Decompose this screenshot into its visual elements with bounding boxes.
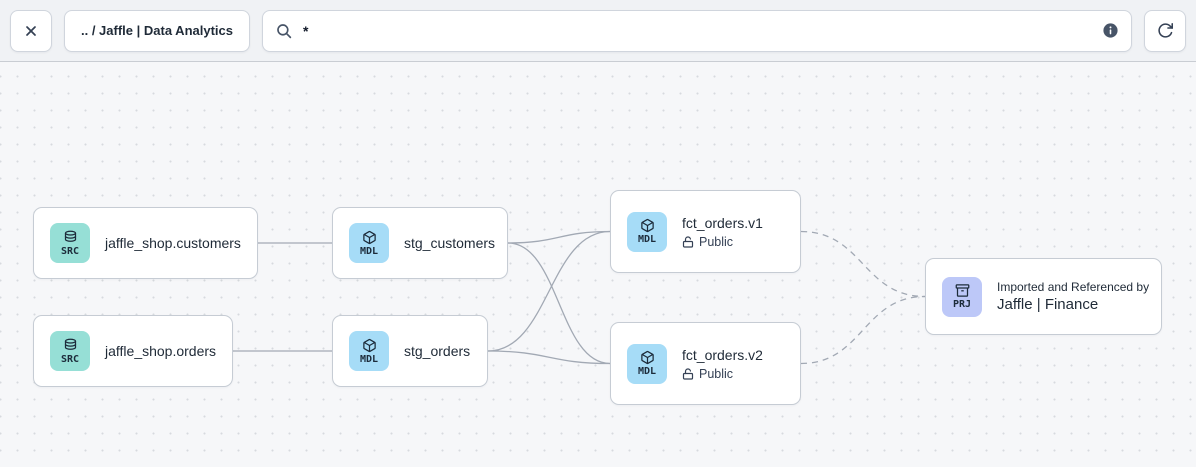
badge-label: PRJ xyxy=(952,299,972,310)
node-title: jaffle_shop.orders xyxy=(105,343,217,359)
access-row: Public xyxy=(682,367,763,381)
access-label: Public xyxy=(699,234,734,249)
badge-label: MDL xyxy=(637,234,657,245)
search-input[interactable] xyxy=(303,22,1092,39)
node-title: fct_orders.v2 xyxy=(682,346,763,363)
badge-label: SRC xyxy=(60,353,80,365)
access-row: Public xyxy=(682,235,763,249)
close-icon xyxy=(23,23,39,39)
model-badge: MDL xyxy=(627,343,667,384)
cube-icon xyxy=(362,230,377,245)
node-subtitle: Imported and Referenced by xyxy=(997,280,1150,294)
node-fct-orders-v1[interactable]: MDL fct_orders.v1 Public xyxy=(610,190,801,273)
access-label: Public xyxy=(699,366,734,381)
close-button[interactable] xyxy=(10,9,52,52)
edge-stg_orders-fct_v2 xyxy=(487,350,611,365)
badge-label: MDL xyxy=(637,366,657,377)
cube-icon xyxy=(640,350,655,365)
search-box[interactable] xyxy=(262,9,1132,52)
unlock-icon xyxy=(682,367,694,380)
badge-label: SRC xyxy=(60,245,80,257)
breadcrumb-button[interactable]: .. / Jaffle | Data Analytics xyxy=(64,9,250,52)
node-jaffle-shop-orders[interactable]: SRC jaffle_shop.orders xyxy=(33,315,233,387)
node-jaffle-shop-customers[interactable]: SRC jaffle_shop.customers xyxy=(33,207,258,279)
database-icon xyxy=(63,338,78,353)
badge-label: MDL xyxy=(359,245,379,257)
info-circle-icon[interactable] xyxy=(1102,22,1119,39)
toolbar: .. / Jaffle | Data Analytics xyxy=(0,0,1196,62)
node-title: jaffle_shop.customers xyxy=(105,235,241,251)
node-title: fct_orders.v1 xyxy=(682,214,763,231)
node-stg-customers[interactable]: MDL stg_customers xyxy=(332,207,508,279)
refresh-button[interactable] xyxy=(1144,9,1186,52)
lineage-canvas[interactable]: SRC jaffle_shop.customers SRC jaffle_sho… xyxy=(0,62,1196,466)
unlock-icon xyxy=(682,235,694,248)
edge-stg_orders-fct_v1 xyxy=(487,230,611,352)
cube-icon xyxy=(362,338,377,353)
model-badge: MDL xyxy=(349,331,389,371)
node-title: stg_orders xyxy=(404,343,471,359)
node-stg-orders[interactable]: MDL stg_orders xyxy=(332,315,488,387)
node-title: stg_customers xyxy=(404,235,496,251)
edge-stg_customers-fct_v1 xyxy=(507,230,611,244)
breadcrumb-label: .. / Jaffle | Data Analytics xyxy=(81,23,233,38)
badge-label: MDL xyxy=(359,353,379,365)
node-fct-orders-v2[interactable]: MDL fct_orders.v2 Public xyxy=(610,322,801,405)
search-icon xyxy=(275,22,293,40)
node-title: Jaffle | Finance xyxy=(997,296,1099,313)
source-badge: SRC xyxy=(50,223,90,263)
edge-fct_v1-project xyxy=(800,230,926,298)
cube-icon xyxy=(640,218,655,233)
project-badge: PRJ xyxy=(942,276,982,317)
model-badge: MDL xyxy=(627,211,667,252)
model-badge: MDL xyxy=(349,223,389,263)
node-jaffle-finance-project[interactable]: PRJ Imported and Referenced by Jaffle | … xyxy=(925,258,1162,335)
edge-fct_v2-project xyxy=(800,295,926,365)
database-icon xyxy=(63,230,78,245)
source-badge: SRC xyxy=(50,331,90,371)
edge-stg_customers-fct_v2 xyxy=(507,242,611,365)
edge-layer xyxy=(233,230,926,365)
refresh-icon xyxy=(1157,22,1174,39)
archive-icon xyxy=(955,283,970,298)
